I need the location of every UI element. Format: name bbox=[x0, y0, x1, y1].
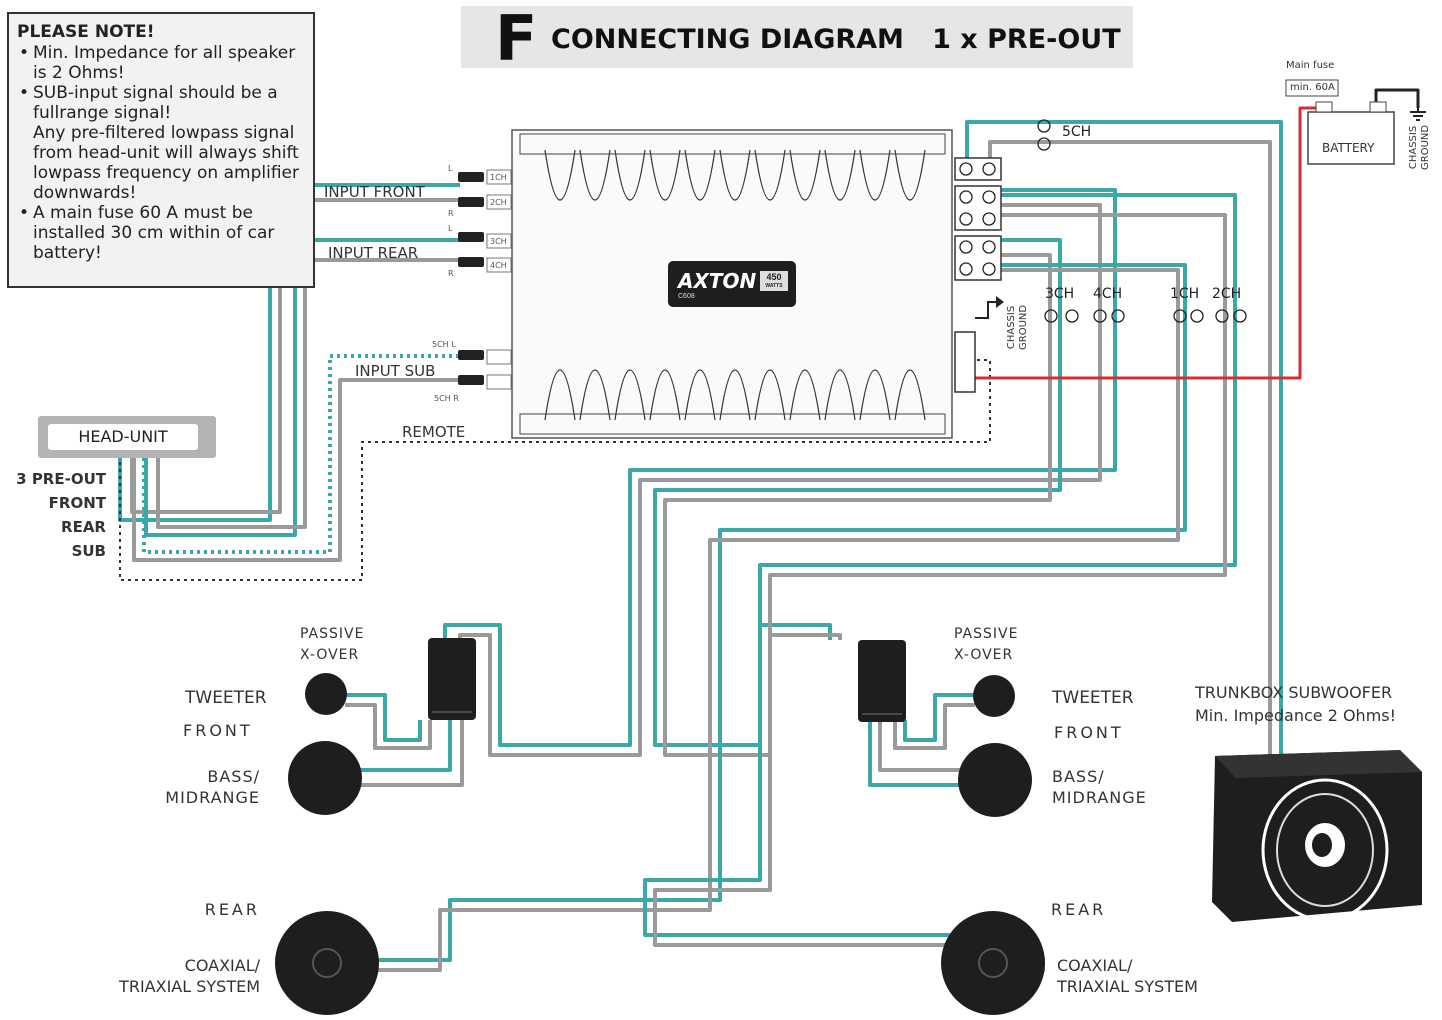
head-unit-outputs: 3 PRE-OUT FRONT REAR SUB bbox=[10, 469, 106, 562]
amp-watts-badge: 450 WATTS bbox=[760, 271, 788, 291]
remote-label: REMOTE bbox=[402, 423, 466, 441]
wire-rear-l-plus bbox=[375, 263, 1187, 962]
right-rear-label: REAR bbox=[1051, 900, 1107, 919]
wire-5ch-minus bbox=[988, 140, 1272, 760]
wire-bass-r bbox=[868, 720, 960, 787]
head-unit-output: SUB bbox=[71, 542, 106, 560]
ground-symbol bbox=[1410, 108, 1426, 121]
wire-tweeter-l bbox=[345, 693, 422, 742]
left-bass-label: BASS/ MIDRANGE bbox=[165, 767, 260, 807]
page-title: CONNECTING DIAGRAM 1 x PRE-OUT bbox=[551, 24, 1121, 55]
amp-watts: 450 bbox=[766, 272, 782, 282]
title-letter: F bbox=[495, 2, 538, 75]
subwoofer-title: TRUNKBOX SUBWOOFER bbox=[1195, 683, 1393, 702]
wire-remote bbox=[119, 359, 991, 581]
tag-sub-r: 5CH R bbox=[434, 394, 459, 403]
left-tweeter-label: TWEETER bbox=[185, 688, 267, 708]
subwoofer-box bbox=[1212, 750, 1422, 922]
amp-watts-unit: WATTS bbox=[765, 283, 783, 289]
wire-power-plus bbox=[960, 106, 1322, 380]
note-item: A main fuse 60 A must be installed 30 cm… bbox=[19, 203, 305, 263]
passive-xover-left bbox=[428, 638, 476, 720]
head-unit-output: FRONT bbox=[48, 494, 106, 512]
note-item: SUB-input signal should be a fullrange s… bbox=[19, 83, 305, 203]
wire-tweeter-r bbox=[903, 693, 975, 742]
wire-bass-l-minus bbox=[360, 720, 464, 787]
title-bar bbox=[461, 6, 1133, 68]
wire-input-sub-l bbox=[142, 354, 460, 554]
tag-l: L bbox=[448, 224, 453, 233]
tag-4ch: 4CH bbox=[490, 261, 507, 270]
tag-1ch: 1CH bbox=[490, 173, 507, 182]
wire-5ch-plus bbox=[965, 120, 1283, 760]
wire-front-l-minus bbox=[458, 203, 1102, 757]
fuse-box bbox=[1285, 79, 1339, 97]
left-rear-label: REAR bbox=[204, 900, 260, 919]
wire-input-sub-r bbox=[132, 378, 460, 562]
wire-tweeter-l-minus bbox=[345, 703, 432, 750]
wire-rear-l-minus bbox=[375, 268, 1180, 972]
right-tweeter-label: TWEETER bbox=[1052, 688, 1134, 708]
tag-r: R bbox=[448, 269, 454, 278]
note-item: Min. Impedance for all speaker is 2 Ohms… bbox=[19, 43, 305, 83]
bass-right bbox=[958, 743, 1032, 817]
output-3ch-label: 3CH bbox=[1045, 286, 1075, 302]
input-sub-label: INPUT SUB bbox=[355, 362, 436, 380]
output-5ch-label: 5CH bbox=[1062, 124, 1092, 140]
head-unit: HEAD-UNIT bbox=[38, 416, 216, 458]
wire-front-r-plus bbox=[653, 238, 1062, 747]
rca-plugs bbox=[458, 172, 484, 385]
head-unit-label: HEAD-UNIT bbox=[48, 424, 198, 450]
right-bass-label: BASS/ MIDRANGE bbox=[1052, 767, 1147, 807]
wire-bass-r-minus bbox=[878, 720, 960, 772]
note-list: Min. Impedance for all speaker is 2 Ohms… bbox=[17, 43, 305, 263]
wire-input-rear-r bbox=[156, 258, 460, 529]
input-front-label: INPUT FRONT bbox=[324, 183, 425, 201]
output-4ch-label: 4CH bbox=[1093, 286, 1123, 302]
wire-front-l-plus bbox=[443, 188, 1117, 747]
battery-label: BATTERY bbox=[1322, 141, 1375, 155]
tweeter-right bbox=[973, 675, 1015, 717]
note-box: PLEASE NOTE! Min. Impedance for all spea… bbox=[7, 12, 315, 288]
left-xover-label: PASSIVE X-OVER bbox=[300, 626, 365, 663]
right-coax-label: COAXIAL/ TRIAXIAL SYSTEM bbox=[1057, 956, 1198, 996]
left-coax-label: COAXIAL/ TRIAXIAL SYSTEM bbox=[119, 956, 260, 996]
output-1ch-label: 1CH bbox=[1170, 286, 1200, 302]
fuse-value: min. 60A bbox=[1290, 82, 1335, 93]
tag-r: R bbox=[448, 209, 454, 218]
bass-left bbox=[288, 741, 362, 815]
passive-xover-right bbox=[858, 640, 906, 722]
wire-front-r-minus bbox=[663, 253, 1052, 757]
tweeter-left bbox=[305, 673, 347, 715]
left-front-label: FRONT bbox=[183, 721, 253, 740]
right-xover-label: PASSIVE X-OVER bbox=[954, 626, 1019, 663]
coax-left bbox=[275, 911, 379, 1015]
tag-3ch: 3CH bbox=[490, 237, 507, 246]
input-rear-label: INPUT REAR bbox=[328, 244, 419, 262]
head-unit-output: REAR bbox=[61, 518, 106, 536]
amp-chassis-ground: CHASSIS GROUND bbox=[1006, 304, 1029, 350]
note-title: PLEASE NOTE! bbox=[17, 22, 155, 42]
amp-logo: AXTON 450 WATTS C608 bbox=[668, 261, 796, 307]
battery-chassis-ground: CHASSIS GROUND bbox=[1408, 124, 1431, 170]
coax-right bbox=[941, 911, 1045, 1015]
amp-ground-arrow bbox=[975, 301, 996, 319]
tag-2ch: 2CH bbox=[490, 198, 507, 207]
subwoofer-subtitle: Min. Impedance 2 Ohms! bbox=[1195, 706, 1397, 725]
amp-brand: AXTON bbox=[678, 269, 757, 293]
fuse-label: Main fuse bbox=[1286, 60, 1335, 71]
output-2ch-label: 2CH bbox=[1212, 286, 1242, 302]
tag-l: L bbox=[448, 164, 453, 173]
amp-series: C608 bbox=[678, 293, 695, 300]
right-front-label: FRONT bbox=[1054, 723, 1124, 742]
battery bbox=[1307, 111, 1395, 165]
amp-heatsink-fins bbox=[544, 149, 926, 421]
wire-battery-ground bbox=[1374, 88, 1420, 108]
wire-bass-l bbox=[360, 720, 452, 772]
head-unit-output: 3 PRE-OUT bbox=[16, 470, 106, 488]
wire-tweeter-r-minus bbox=[893, 703, 975, 750]
tag-sub-l: 5CH L bbox=[432, 340, 456, 349]
